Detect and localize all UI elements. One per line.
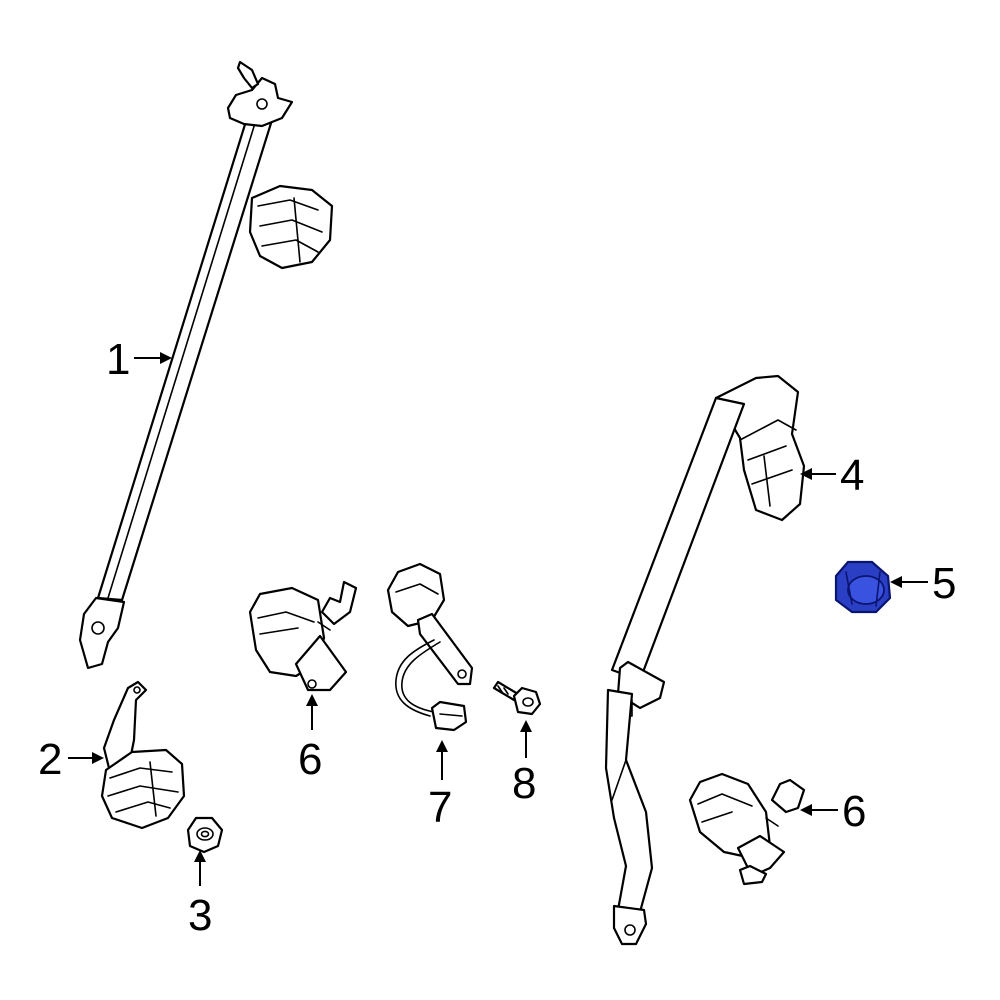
arrowhead-5 — [890, 576, 902, 588]
callout-5: 5 — [932, 559, 956, 608]
arrowhead-2 — [92, 752, 104, 764]
part-3-flange-nut[interactable] — [186, 816, 224, 854]
arrowhead-7 — [436, 740, 448, 752]
arrowhead-6a — [306, 694, 318, 706]
part-5-nut-highlighted[interactable] — [834, 560, 892, 614]
arrowhead-4 — [800, 468, 812, 480]
callout-1: 1 — [106, 335, 130, 384]
arrowhead-6b — [800, 804, 812, 816]
arrowhead-3 — [194, 850, 206, 862]
part-6-buckle-right[interactable] — [688, 772, 806, 886]
callout-2: 2 — [38, 735, 62, 784]
callout-3: 3 — [188, 891, 212, 940]
callout-7: 7 — [428, 783, 452, 832]
part-7-buckle-with-harness[interactable] — [386, 562, 474, 732]
part-4-seat-belt-assembly[interactable] — [604, 374, 806, 946]
callout-labels: 1 2 3 4 5 6 6 7 8 — [38, 335, 956, 940]
part-8-bolt[interactable] — [492, 680, 542, 716]
part-1-seat-belt-assembly[interactable] — [78, 60, 334, 670]
callout-8: 8 — [512, 759, 536, 808]
callout-4: 4 — [840, 451, 864, 500]
callout-6-right: 6 — [842, 787, 866, 836]
leaders — [68, 352, 928, 886]
part-2-belt-retractor[interactable] — [100, 680, 186, 830]
arrowhead-8 — [520, 720, 532, 732]
arrowhead-1 — [160, 352, 172, 364]
callout-6-left: 6 — [298, 735, 322, 784]
part-6-buckle-left[interactable] — [248, 580, 358, 692]
